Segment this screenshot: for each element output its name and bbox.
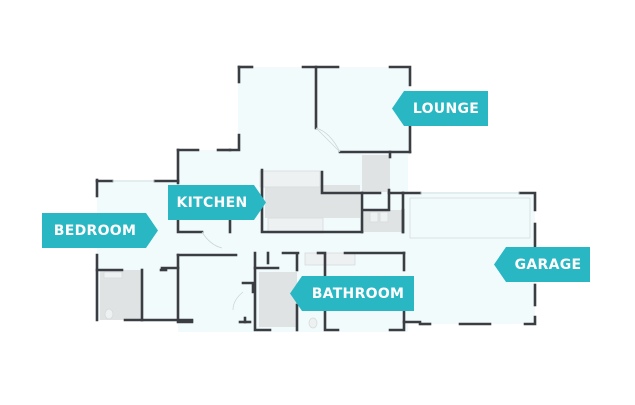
lounge-label: LOUNGE <box>392 91 488 126</box>
bedroom-label: BEDROOM <box>42 213 158 248</box>
bedroom-label-text: BEDROOM <box>53 222 137 239</box>
kitchen-label: KITCHEN <box>168 185 266 220</box>
fixtures <box>103 170 531 329</box>
garage-label-text: GARAGE <box>514 256 582 273</box>
lounge-label-text: LOUNGE <box>412 100 480 117</box>
bathroom-label-text: BATHROOM <box>311 285 405 302</box>
door-swings <box>112 127 520 311</box>
bathroom-label: BATHROOM <box>290 276 414 311</box>
walls <box>95 65 537 332</box>
garage-label: GARAGE <box>494 247 590 282</box>
kitchen-label-text: KITCHEN <box>176 194 248 211</box>
